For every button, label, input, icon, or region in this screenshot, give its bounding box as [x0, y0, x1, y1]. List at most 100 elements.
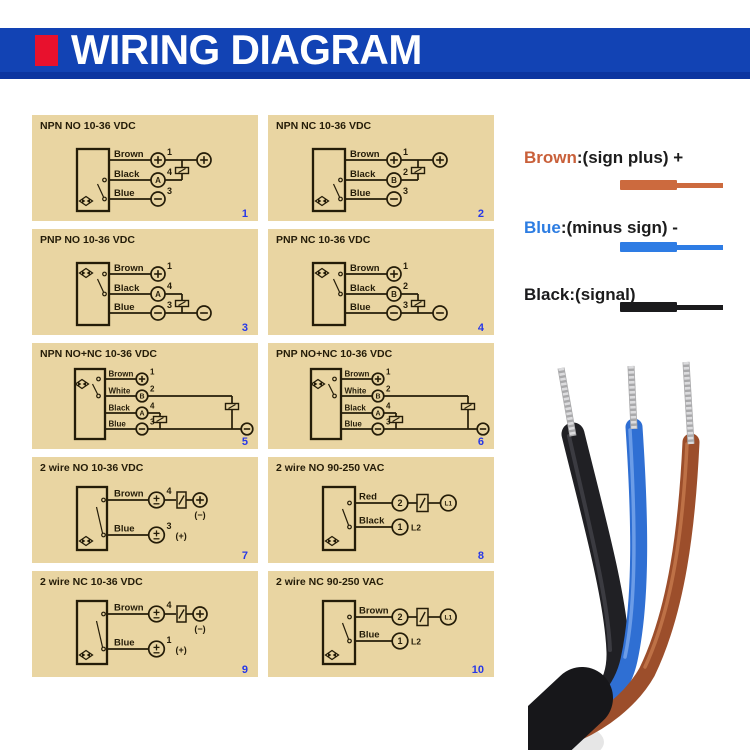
blue-wire-swatch: [620, 242, 723, 252]
wire-label: Brown: [114, 149, 144, 160]
terminal-circle: [135, 406, 149, 420]
switch-contact: [338, 196, 343, 202]
sensor-box: [321, 599, 357, 666]
pin-number: 3: [386, 418, 391, 427]
wire-line: [91, 383, 99, 395]
wire-swatch-thick: [620, 302, 677, 312]
sensor-symbol: [324, 649, 340, 661]
terminal-circle: [439, 608, 457, 626]
wire-line: [178, 301, 186, 306]
sensor-symbol: [324, 535, 340, 547]
panel-number: 3: [242, 322, 248, 334]
switch-contact: [347, 614, 352, 620]
switch-contact: [102, 271, 107, 277]
terminal-circle: [432, 305, 448, 321]
pin-number: 2: [386, 385, 391, 394]
wire-line: [419, 497, 426, 509]
switch-contact: [102, 196, 107, 202]
wire-label: Black: [114, 169, 140, 180]
terminal-symbol: L1: [445, 614, 453, 621]
terminal-circle: [371, 372, 385, 386]
legend-item-blue: Blue:(minus sign) -: [524, 218, 678, 238]
wire-swatch-thick: [620, 180, 677, 190]
terminal-symbol: 2: [397, 498, 402, 508]
wire-line: [419, 611, 426, 623]
sensor-box: [311, 147, 347, 213]
wire-label: Blue: [114, 188, 135, 199]
terminal-circle: [371, 406, 385, 420]
black-tip-strands: [558, 367, 576, 437]
pin-number: 1: [167, 261, 172, 271]
wire-label: Black: [350, 283, 376, 294]
switch-contact: [96, 393, 101, 399]
sensor-box: [309, 367, 343, 441]
terminal-symbol: B: [391, 176, 397, 185]
terminal-circle: [386, 191, 402, 207]
wire-label: Brown: [114, 603, 144, 614]
switch-contact: [347, 500, 352, 506]
sensor-symbol-arrow: [86, 198, 90, 204]
pin-number: 1: [403, 261, 408, 271]
terminal-circle: [476, 422, 490, 436]
terminal-symbol: B: [375, 394, 380, 401]
pin-number: 2: [403, 281, 408, 291]
terminal-circle: [150, 266, 166, 282]
wire-label: Blue: [114, 524, 135, 535]
terminal-circle: [192, 492, 208, 508]
panel-number: 7: [242, 550, 248, 562]
pin-number: 1: [167, 147, 172, 157]
terminal-circle: [147, 526, 166, 544]
legend-item-brown: Brown:(sign plus) +: [524, 148, 683, 168]
panel-number: 6: [478, 436, 484, 448]
switch-contact: [102, 177, 107, 183]
panel-number: 4: [478, 322, 485, 334]
panel-number: 9: [242, 664, 248, 676]
wire-label: Black: [345, 404, 367, 413]
wire-label: Red: [359, 492, 377, 503]
terminal-circle: [386, 266, 402, 282]
terminal-circle: [391, 494, 409, 512]
wire-label: Brown: [345, 370, 370, 379]
panel-title: 2 wire NC 90-250 VAC: [276, 576, 384, 588]
pin-number: 3: [167, 186, 172, 196]
pin-number: 3: [403, 300, 408, 310]
pin-number: 1: [167, 635, 172, 645]
wire-swatch-thin: [677, 244, 723, 250]
polarity-note: (+): [176, 645, 187, 655]
wire-label: Black: [350, 169, 376, 180]
page-title: WIRING DIAGRAM: [71, 26, 422, 73]
terminal-circle: [192, 606, 208, 622]
switch-contact: [338, 291, 343, 297]
sensor-symbol-arrow: [318, 270, 322, 276]
black-wire-swatch: [620, 302, 723, 312]
sensor-symbol-arrow: [86, 270, 90, 276]
sensor-symbol-arrow: [82, 198, 86, 204]
pin-number: 1: [386, 368, 391, 377]
brown-wire-highlight: [643, 442, 689, 669]
terminal-symbol: B: [139, 394, 144, 401]
cable-photo: [528, 361, 700, 750]
sensor-symbol-arrow: [332, 652, 336, 658]
polarity-note: (−): [194, 510, 205, 520]
wire-line: [96, 278, 105, 293]
terminal-symbol: A: [155, 176, 161, 185]
wire-line: [341, 622, 350, 640]
terminal-symbol: L1: [445, 500, 453, 507]
pin-number: 4: [150, 402, 155, 411]
sensor-symbol-arrow: [322, 270, 326, 276]
terminal-symbol: A: [375, 411, 380, 418]
pin-number: 1: [403, 147, 408, 157]
wire-swatch-thin: [677, 182, 723, 188]
terminal-circle: [135, 372, 149, 386]
panel-number: 10: [472, 664, 484, 676]
sensor-symbol-arrow: [82, 652, 86, 658]
wire-line: [178, 609, 185, 619]
legend-desc-brown: :(sign plus) +: [576, 148, 684, 167]
